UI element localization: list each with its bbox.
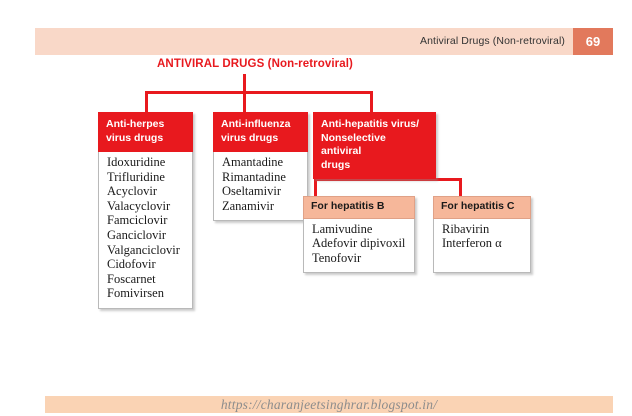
- connector-drop-anti-herpes: [145, 91, 148, 112]
- list-item: Zanamivir: [222, 198, 275, 213]
- node-header-line2: virus drugs: [221, 131, 279, 144]
- page-number-badge: 69: [573, 28, 613, 55]
- list-item: Ribavirin: [442, 221, 490, 236]
- node-anti-herpes-virus-drugs[interactable]: Anti-herpes virus drugs Idoxuridine Trif…: [98, 112, 193, 309]
- node-for-hepatitis-c[interactable]: For hepatitis C Ribavirin Interferon α: [433, 196, 531, 274]
- connector-level1-bar: [145, 91, 373, 94]
- header-title: Antiviral Drugs (Non-retroviral): [420, 35, 565, 47]
- node-anti-hepatitis-virus-drugs[interactable]: Anti-hepatitis virus/ Nonselective antiv…: [313, 112, 436, 179]
- node-header-line1: Anti-influenza: [221, 118, 291, 130]
- node-for-hepatitis-b[interactable]: For hepatitis B Lamivudine Adefovir dipi…: [303, 196, 415, 274]
- connector-drop-anti-influenza: [243, 91, 246, 112]
- page-header-band: Antiviral Drugs (Non-retroviral) 69: [35, 28, 613, 55]
- list-item: Amantadine: [222, 155, 284, 169]
- list-item: Trifluridine: [107, 169, 165, 184]
- list-item: Acyclovir: [107, 184, 157, 199]
- node-header-anti-hepatitis: Anti-hepatitis virus/ Nonselective antiv…: [314, 113, 435, 178]
- node-list-anti-influenza: Amantadine Rimantadine Oseltamivir Zanam…: [214, 151, 307, 220]
- node-header-line2: virus drugs: [106, 131, 164, 144]
- list-item: Idoxuridine: [107, 155, 166, 169]
- node-header-line1: For hepatitis C: [441, 200, 515, 212]
- node-list-anti-herpes: Idoxuridine Trifluridine Acyclovir Valac…: [99, 151, 192, 308]
- list-item: Lamivudine: [312, 221, 373, 236]
- node-header-anti-influenza: Anti-influenza virus drugs: [213, 112, 308, 152]
- list-item: Interferon α: [442, 236, 502, 251]
- list-item: Rimantadine: [222, 169, 286, 184]
- node-list-hepatitis-c: Ribavirin Interferon α: [434, 218, 530, 273]
- list-item: Ganciclovir: [107, 227, 167, 242]
- connector-hepatitis-bar: [314, 178, 462, 181]
- connector-drop-hepatitis-b: [314, 178, 317, 196]
- chart-root-title: ANTIVIRAL DRUGS (Non-retroviral): [157, 58, 353, 70]
- list-item: Oseltamivir: [222, 184, 282, 199]
- list-item: Famciclovir: [107, 213, 168, 228]
- footer-url: https://charanjeetsinghrar.blogspot.in/: [220, 397, 438, 412]
- list-item: Cidofovir: [107, 257, 156, 272]
- list-item: Foscarnet: [107, 271, 156, 286]
- connector-drop-anti-hepatitis: [370, 91, 373, 112]
- node-header-hepatitis-b: For hepatitis B: [303, 196, 415, 219]
- node-header-line1: Anti-herpes: [106, 118, 165, 130]
- page-footer-band: https://charanjeetsinghrar.blogspot.in/: [45, 396, 613, 413]
- list-item: Valganciclovir: [107, 242, 180, 257]
- list-item: Adefovir dipivoxil: [312, 236, 406, 251]
- node-header-anti-herpes: Anti-herpes virus drugs: [98, 112, 193, 152]
- node-list-hepatitis-b: Lamivudine Adefovir dipivoxil Tenofovir: [304, 218, 414, 273]
- node-header-line1: Anti-hepatitis virus/: [321, 118, 420, 130]
- node-header-line2: Nonselective antiviral: [321, 131, 386, 158]
- list-item: Tenofovir: [312, 250, 362, 265]
- list-item: Valacyclovir: [107, 198, 171, 213]
- connector-root-stem: [243, 74, 246, 91]
- connector-drop-hepatitis-c: [459, 178, 462, 196]
- node-header-line1: For hepatitis B: [311, 200, 385, 212]
- list-item-spacer: [442, 251, 523, 266]
- node-header-hepatitis-c: For hepatitis C: [433, 196, 531, 219]
- node-header-line3: drugs: [321, 158, 351, 171]
- list-item: Fomivirsen: [107, 286, 164, 301]
- node-anti-influenza-virus-drugs[interactable]: Anti-influenza virus drugs Amantadine Ri…: [213, 112, 308, 222]
